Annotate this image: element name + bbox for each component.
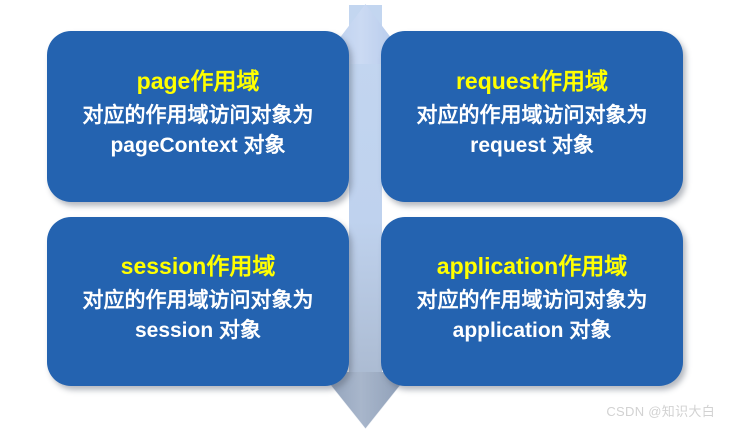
arrow-head-down-outline (319, 371, 412, 430)
scope-box-page-line2: pageContext 对象 (110, 134, 286, 158)
scope-box-application-line2: application 对象 (452, 319, 612, 343)
arrow-shaft (349, 5, 382, 397)
scope-box-application-line1: 对应的作用域访问对象为 (416, 289, 648, 313)
scope-box-request-line1: 对应的作用域访问对象为 (416, 104, 648, 128)
scope-box-page-title: page作用域 (136, 68, 260, 95)
scope-box-request-line2: request 对象 (470, 134, 594, 158)
scope-box-request-title: request作用域 (455, 68, 609, 95)
scope-box-page[interactable]: page作用域 对应的作用域访问对象为 pageContext 对象 (47, 31, 349, 202)
scope-box-request[interactable]: request作用域 对应的作用域访问对象为 request 对象 (381, 31, 683, 202)
scope-box-page-line1: 对应的作用域访问对象为 (82, 104, 314, 128)
arrow-head-down (320, 372, 411, 429)
scope-box-session-line2: session 对象 (134, 319, 262, 343)
scope-box-application[interactable]: application作用域 对应的作用域访问对象为 application 对… (381, 217, 683, 386)
scope-box-session-title: session作用域 (120, 253, 276, 280)
csdn-watermark: CSDN @知识大白 (606, 404, 715, 419)
scope-box-session-line1: 对应的作用域访问对象为 (82, 289, 314, 313)
scope-box-application-title: application作用域 (436, 253, 628, 280)
scope-box-session[interactable]: session作用域 对应的作用域访问对象为 session 对象 (47, 217, 349, 386)
